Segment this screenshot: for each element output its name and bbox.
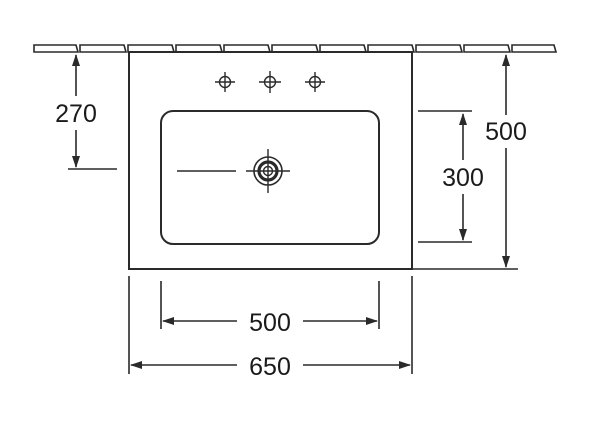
dimension-label-depth-tap: 270	[55, 100, 97, 128]
tap-hole-icon	[215, 72, 235, 92]
drain-icon	[246, 149, 290, 193]
dimension-depth-tap: 270	[55, 54, 117, 170]
dimension-label-depth-total: 500	[485, 118, 527, 146]
dimension-label-depth-bowl: 300	[442, 164, 484, 192]
dimension-width-total: 650	[128, 276, 413, 381]
dimension-depth-total: 500	[412, 54, 527, 270]
wall-line	[33, 44, 558, 53]
dimension-label-width-total: 650	[249, 353, 291, 381]
tap-hole-icon	[259, 71, 281, 93]
bowl-outline	[160, 110, 380, 245]
dimension-depth-bowl: 300	[418, 110, 484, 243]
tap-hole-icon	[305, 72, 325, 92]
dimension-width-bowl: 500	[160, 281, 380, 337]
basin-outline	[128, 51, 413, 270]
dimension-label-width-bowl: 500	[249, 309, 291, 337]
